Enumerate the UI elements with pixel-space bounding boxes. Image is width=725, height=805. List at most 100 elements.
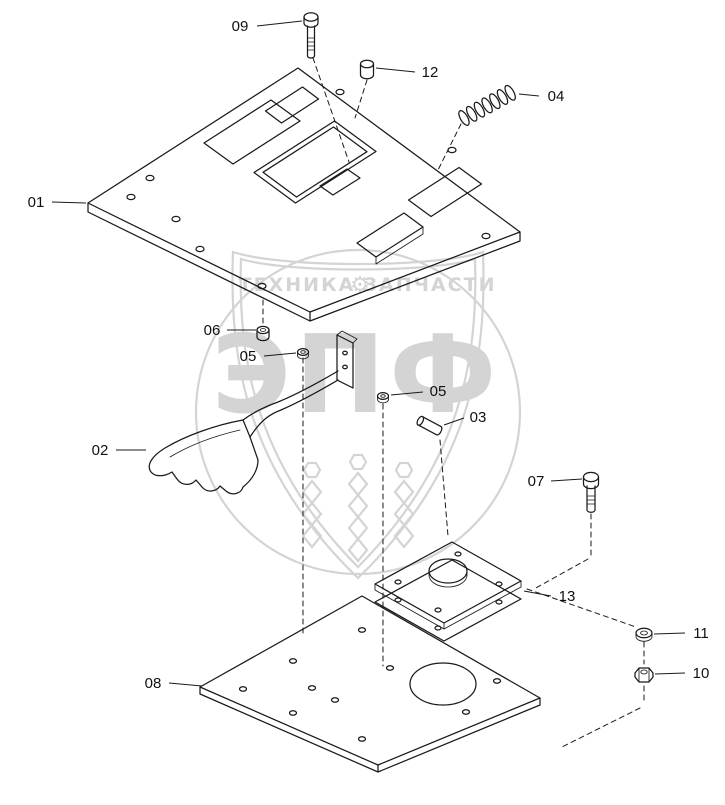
watermark-ornament bbox=[301, 453, 415, 563]
bushing-bore bbox=[259, 328, 267, 332]
part-04-spring bbox=[458, 84, 516, 126]
hole bbox=[447, 146, 457, 154]
plate-thickness bbox=[87, 202, 521, 322]
leader-line bbox=[523, 590, 552, 597]
large-hole bbox=[409, 662, 477, 706]
bolt-head bbox=[303, 12, 319, 22]
hole bbox=[357, 736, 367, 742]
watermark-circle bbox=[194, 248, 522, 576]
plate-outline bbox=[199, 595, 541, 766]
lever-flange bbox=[336, 334, 354, 389]
lever-arm-top bbox=[242, 370, 339, 421]
hole bbox=[454, 551, 462, 557]
callout-07: 07 bbox=[528, 473, 583, 490]
callout-06: 06 bbox=[204, 322, 256, 339]
callout-label: 05 bbox=[240, 348, 257, 365]
leader-line bbox=[653, 632, 686, 635]
spring-coil bbox=[458, 110, 470, 126]
guide-line bbox=[533, 558, 589, 590]
callout-label: 02 bbox=[92, 442, 109, 459]
callout-label: 10 bbox=[693, 665, 710, 682]
callout-03: 03 bbox=[443, 409, 487, 426]
callout-label: 13 bbox=[559, 588, 576, 605]
hole bbox=[288, 658, 298, 664]
watermark-shield-inner bbox=[239, 257, 477, 569]
bolt-threads bbox=[586, 495, 596, 505]
callout-label: 11 bbox=[693, 625, 709, 642]
callout-02: 02 bbox=[92, 442, 146, 459]
part-05-washer-left bbox=[296, 347, 310, 360]
guide-line bbox=[439, 439, 449, 537]
leader-line bbox=[518, 93, 540, 97]
part-12-bushing bbox=[359, 59, 375, 80]
leader-line bbox=[168, 682, 203, 687]
washer-bore bbox=[380, 394, 386, 398]
plate-mounting-holes bbox=[126, 88, 491, 290]
callout-label: 12 bbox=[422, 64, 439, 81]
hole bbox=[394, 597, 402, 603]
washer-thickness bbox=[635, 632, 653, 642]
callout-label: 01 bbox=[28, 194, 45, 211]
spring-coil bbox=[504, 84, 516, 101]
callout-label: 08 bbox=[145, 675, 162, 692]
washer-thickness bbox=[377, 395, 389, 404]
lever-grip bbox=[148, 419, 259, 495]
hole bbox=[145, 174, 155, 182]
watermark: ТЕХНИКА ⚙ ЗАПЧАСТИ ЭПФ bbox=[194, 248, 522, 580]
plate-mounting-holes bbox=[238, 627, 502, 742]
callout-08: 08 bbox=[145, 675, 203, 692]
plate-thickness bbox=[199, 686, 541, 773]
plate-recess-outer bbox=[253, 120, 377, 204]
hole bbox=[434, 625, 442, 631]
callout-04: 04 bbox=[518, 88, 565, 105]
callout-05-left: 05 bbox=[240, 348, 297, 365]
latch-opening bbox=[319, 168, 361, 196]
callout-label: 09 bbox=[232, 18, 249, 35]
hole bbox=[394, 579, 402, 585]
callout-11: 11 bbox=[653, 625, 709, 642]
leader-line bbox=[256, 20, 303, 27]
washer-bore bbox=[300, 350, 306, 354]
part-10-nut bbox=[634, 667, 654, 683]
hole bbox=[357, 627, 367, 633]
part-13-swivel-plate bbox=[374, 541, 522, 642]
callout-09: 09 bbox=[232, 18, 303, 35]
leader-line bbox=[375, 67, 416, 73]
callout-01: 01 bbox=[28, 194, 87, 211]
hole bbox=[385, 665, 395, 671]
spring-coil bbox=[496, 89, 509, 105]
washer-thickness bbox=[297, 351, 309, 360]
hole bbox=[335, 88, 345, 96]
bushing-top bbox=[359, 59, 375, 69]
callout-label: 04 bbox=[548, 88, 565, 105]
part-09-bolt bbox=[303, 12, 319, 59]
spring-coil bbox=[481, 97, 493, 114]
spring-coil bbox=[473, 101, 486, 118]
callout-10: 10 bbox=[654, 665, 710, 682]
callout-label: 06 bbox=[204, 322, 221, 339]
bushing-body bbox=[359, 63, 375, 80]
guide-line bbox=[312, 57, 350, 163]
part-02-release-lever bbox=[148, 330, 358, 495]
nut-bore bbox=[640, 669, 648, 675]
washer-bore bbox=[640, 630, 648, 636]
leader-line bbox=[390, 391, 424, 396]
hole bbox=[257, 282, 267, 290]
hole bbox=[126, 193, 136, 201]
callout-13: 13 bbox=[523, 588, 576, 605]
callout-05-right: 05 bbox=[390, 383, 447, 400]
callout-label: 05 bbox=[430, 383, 447, 400]
plate-cutout bbox=[407, 166, 483, 218]
hole bbox=[288, 710, 298, 716]
bolt-head-side bbox=[303, 16, 319, 28]
watermark-shield-outer bbox=[231, 250, 485, 580]
part-05-washer-right bbox=[376, 391, 390, 404]
bolt-shaft bbox=[306, 25, 316, 59]
lever-arm-bottom bbox=[249, 379, 339, 438]
callout-label: 03 bbox=[470, 409, 487, 426]
callout-label: 07 bbox=[528, 473, 545, 490]
plate-cutout bbox=[203, 99, 301, 165]
guide-line bbox=[354, 79, 368, 119]
hole bbox=[495, 599, 503, 605]
